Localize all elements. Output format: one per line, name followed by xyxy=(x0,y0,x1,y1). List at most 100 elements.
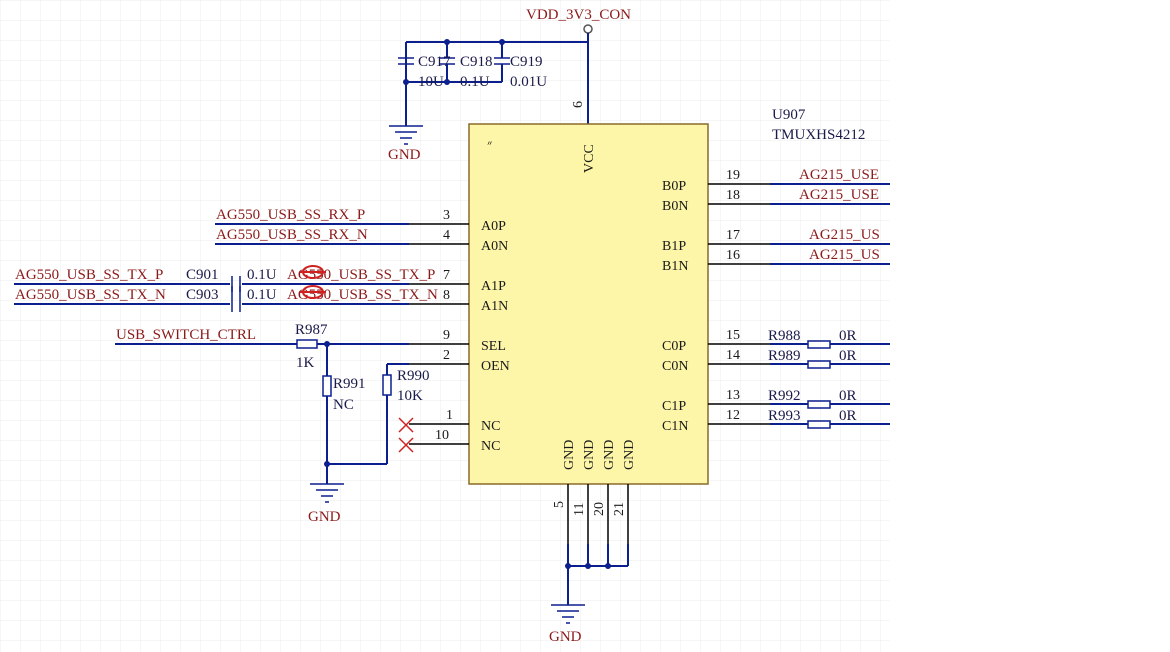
gnd-pin-name-20: GND xyxy=(602,440,617,470)
pin-name-a1n: A1N xyxy=(481,299,508,314)
junction-dot xyxy=(565,563,571,569)
net-label-tx-p-in[interactable]: AG550_USB_SS_TX_P xyxy=(15,267,163,283)
pin-name-c0n: C0N xyxy=(662,359,688,374)
resistor-r988[interactable] xyxy=(807,340,831,349)
gnd-label: GND xyxy=(308,509,341,525)
r990-value: 10K xyxy=(397,388,423,404)
pin-name-sel: SEL xyxy=(481,339,506,354)
net-label-rx-n[interactable]: AG550_USB_SS_RX_N xyxy=(216,227,368,243)
junction-dot xyxy=(403,79,409,85)
junction-dot xyxy=(444,39,450,45)
grid-background xyxy=(0,0,890,652)
pin-num-a0p: 3 xyxy=(443,208,450,223)
pin-name-oen: OEN xyxy=(481,359,510,374)
pin-num-b0p: 19 xyxy=(726,168,740,183)
gnd-pin-num-20: 20 xyxy=(592,502,607,516)
r993-ref: R993 xyxy=(768,408,801,424)
r992-ref: R992 xyxy=(768,388,801,404)
net-label-switch-ctrl[interactable]: USB_SWITCH_CTRL xyxy=(116,327,256,343)
pin-num-a0n: 4 xyxy=(443,228,450,243)
pin-num-a1n: 8 xyxy=(443,288,450,303)
pin-name-b1p: B1P xyxy=(662,239,686,254)
net-label-tx-n-out[interactable]: AG550_USB_SS_TX_N xyxy=(287,287,438,303)
pin-num-b1n: 16 xyxy=(726,248,740,263)
capacitor-c903[interactable] xyxy=(231,286,241,312)
pin-num-nc1: 1 xyxy=(446,408,453,423)
pin-name-nc1: NC xyxy=(481,419,500,434)
pin-name-c1p: C1P xyxy=(662,399,686,414)
r987-value: 1K xyxy=(296,355,315,371)
pin-name-b0p: B0P xyxy=(662,179,686,194)
pin1-marker: ״ xyxy=(487,138,492,153)
pin-name-nc10: NC xyxy=(481,439,500,454)
junction-dot xyxy=(585,563,591,569)
pin-num-oen: 2 xyxy=(443,348,450,363)
ic-part: TMUXHS4212 xyxy=(772,127,865,143)
error-marker-icon xyxy=(300,285,326,299)
junction-dot xyxy=(324,461,330,467)
pin-num-a1p: 7 xyxy=(443,268,450,283)
net-label-rx-p[interactable]: AG550_USB_SS_RX_P xyxy=(216,207,365,223)
pin-name-a1p: A1P xyxy=(481,279,506,294)
pin-name-c1n: C1N xyxy=(662,419,688,434)
vcc-pin-name: VCC xyxy=(582,144,597,173)
gnd-pin-name-21: GND xyxy=(622,440,637,470)
c901-value: 0.1U xyxy=(247,267,277,283)
pin-num-sel: 9 xyxy=(443,328,450,343)
ground-symbol xyxy=(310,483,344,503)
resistor-r993[interactable] xyxy=(807,420,831,429)
power-net-label: VDD_3V3_CON xyxy=(526,7,631,23)
r989-ref: R989 xyxy=(768,348,801,364)
c901-ref: C901 xyxy=(186,267,219,283)
junction-dot xyxy=(605,563,611,569)
r991-value: NC xyxy=(333,397,354,413)
c917-ref: C917 xyxy=(418,54,451,70)
pin-name-a0n: A0N xyxy=(481,239,508,254)
net-label-b1p[interactable]: AG215_US xyxy=(809,227,880,243)
r993-value: 0R xyxy=(839,408,857,424)
ic-body[interactable] xyxy=(468,123,709,485)
gnd-pin-name-5: GND xyxy=(562,440,577,470)
net-label-b0n[interactable]: AG215_USE xyxy=(799,187,879,203)
c917-value: 10U xyxy=(418,74,444,90)
pin-name-b1n: B1N xyxy=(662,259,688,274)
resistor-r989[interactable] xyxy=(807,360,831,369)
no-connect-icon xyxy=(398,417,414,433)
net-label-b0p[interactable]: AG215_USE xyxy=(799,167,879,183)
pin-num-b0n: 18 xyxy=(726,188,740,203)
pin-name-b0n: B0N xyxy=(662,199,688,214)
gnd-pin-num-11: 11 xyxy=(572,503,587,516)
error-marker-icon xyxy=(300,265,326,279)
c918-ref: C918 xyxy=(460,54,493,70)
c918-value: 0.1U xyxy=(460,74,490,90)
gnd-pin-num-21: 21 xyxy=(612,502,627,516)
gnd-label: GND xyxy=(388,147,421,163)
pin-name-a0p: A0P xyxy=(481,219,506,234)
junction-dot xyxy=(499,39,505,45)
pin-num-b1p: 17 xyxy=(726,228,740,243)
no-connect-icon xyxy=(398,437,414,453)
resistor-r987[interactable] xyxy=(296,339,318,349)
junction-dot xyxy=(444,79,450,85)
pin-name-c0p: C0P xyxy=(662,339,686,354)
vcc-pin-number: 6 xyxy=(571,101,586,108)
net-label-tx-p-out[interactable]: AG550_USB_SS_TX_P xyxy=(287,267,435,283)
pin-num-c1p: 13 xyxy=(726,388,740,403)
c919-value: 0.01U xyxy=(510,74,547,90)
r988-value: 0R xyxy=(839,328,857,344)
ground-symbol xyxy=(389,124,423,145)
gnd-pin-num-5: 5 xyxy=(552,501,567,508)
r992-value: 0R xyxy=(839,388,857,404)
ground-symbol xyxy=(551,604,585,624)
r990-ref: R990 xyxy=(397,368,430,384)
gnd-pin-name-11: GND xyxy=(582,440,597,470)
net-label-tx-n-in[interactable]: AG550_USB_SS_TX_N xyxy=(15,287,166,303)
c903-value: 0.1U xyxy=(247,287,277,303)
r987-ref: R987 xyxy=(295,322,328,338)
c919-ref: C919 xyxy=(510,54,543,70)
net-label-b1n[interactable]: AG215_US xyxy=(809,247,880,263)
pin-num-c0p: 15 xyxy=(726,328,740,343)
resistor-r992[interactable] xyxy=(807,400,831,409)
c903-ref: C903 xyxy=(186,287,219,303)
